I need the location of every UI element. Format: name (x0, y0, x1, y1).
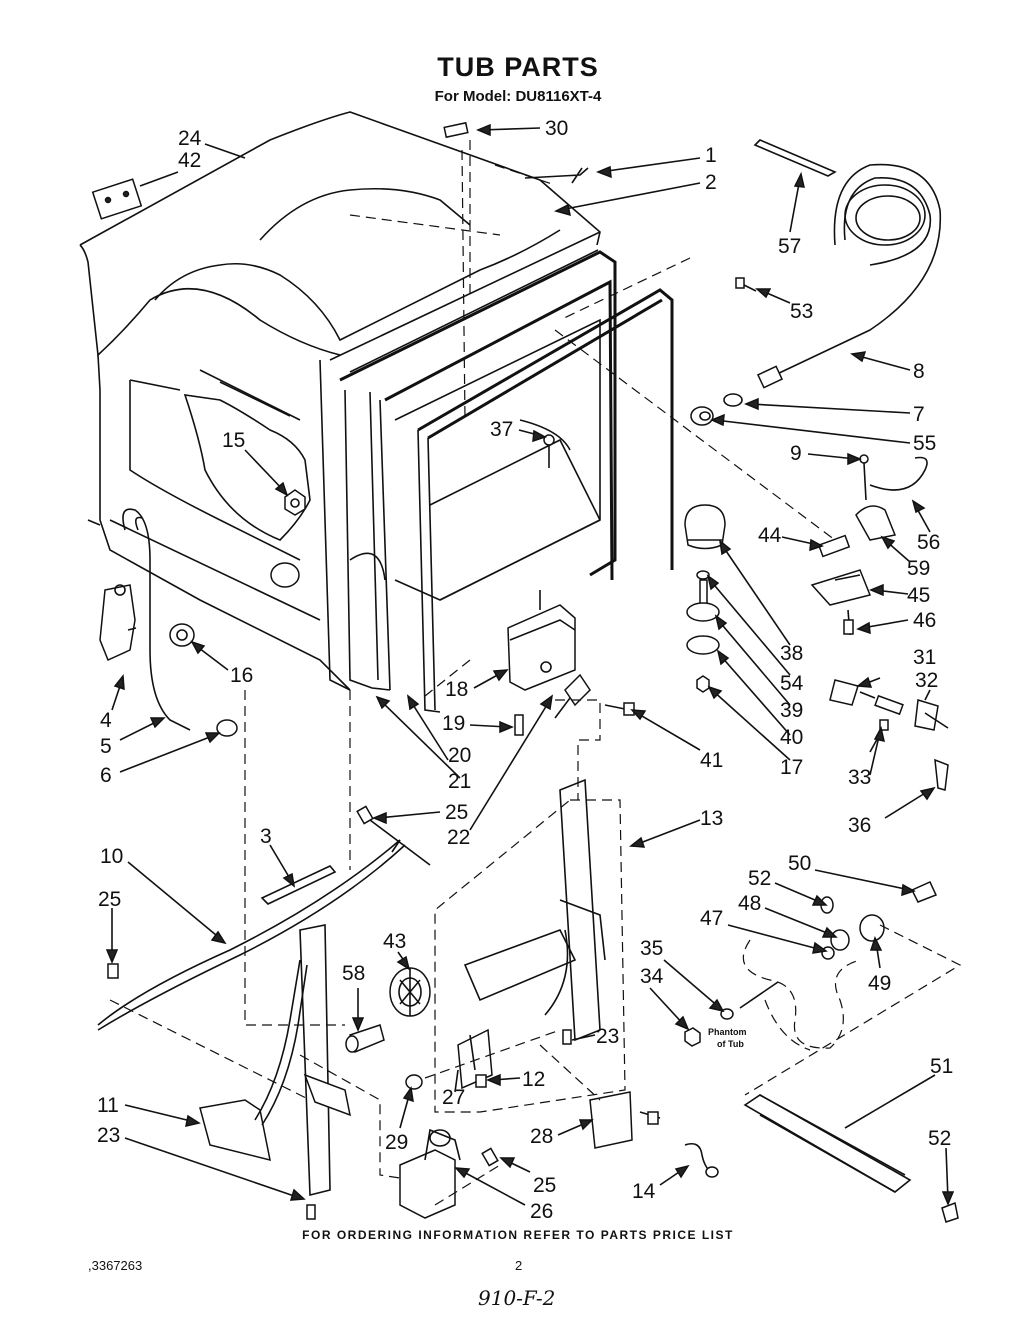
callout-label: 54 (780, 672, 804, 695)
callout-label: 17 (780, 756, 803, 779)
callout-label: 56 (917, 531, 940, 554)
callout-label: 4 (100, 709, 112, 732)
callout-label: 32 (915, 669, 938, 692)
callout-label: 46 (913, 609, 936, 632)
tub-body (79, 111, 601, 691)
callout-label: 16 (230, 664, 253, 687)
page-title: TUB PARTS (437, 52, 599, 82)
callout-label: 2 (705, 171, 717, 194)
callout-label: 20 (448, 744, 471, 767)
callout-label: 25 (445, 801, 468, 824)
callout-label: 40 (780, 726, 803, 749)
callout-label: 29 (385, 1131, 408, 1154)
callout-label: 39 (780, 699, 803, 722)
callout-label: 23 (596, 1025, 619, 1048)
assembly-guide-lines (109, 140, 962, 1206)
phantom-label: of Tub (717, 1039, 744, 1049)
callout-label: 24 (178, 127, 202, 150)
callout-label: 11 (97, 1094, 119, 1117)
callout-label: 10 (100, 845, 123, 868)
callout-label: 43 (383, 930, 406, 953)
callout-label: 8 (913, 360, 925, 383)
phantom-label: Phantom (708, 1027, 747, 1037)
callout-label: 53 (790, 300, 813, 323)
callout-label: 18 (445, 678, 468, 701)
callout-label: 42 (178, 149, 201, 172)
callout-label: 34 (640, 965, 664, 988)
callout-label: 28 (530, 1125, 553, 1148)
callout-label: 33 (848, 766, 871, 789)
callout-label: 44 (758, 524, 782, 547)
callout-label: 14 (632, 1180, 656, 1203)
callout-label: 37 (490, 418, 513, 441)
callout-label: 35 (640, 937, 663, 960)
callout-label: 15 (222, 429, 245, 452)
callout-label: 27 (442, 1086, 465, 1109)
leader-lines (105, 123, 955, 1206)
callout-label: 23 (97, 1124, 120, 1147)
callout-label: 59 (907, 557, 930, 580)
callout-label: 55 (913, 432, 936, 455)
callout-label: 51 (930, 1055, 953, 1078)
callout-label: 41 (700, 749, 723, 772)
callout-label: 38 (780, 642, 803, 665)
callout-label: 36 (848, 814, 871, 837)
callout-label: 13 (700, 807, 723, 830)
callout-label: 19 (442, 712, 465, 735)
callout-label: 45 (907, 584, 930, 607)
model-subtitle: For Model: DU8116XT-4 (434, 88, 602, 105)
document-number: ,3367263 (88, 1258, 143, 1273)
callout-label: 25 (533, 1174, 556, 1197)
callout-label: 9 (790, 442, 802, 465)
callout-label: 3 (260, 825, 272, 848)
door-gaskets (339, 250, 674, 713)
callout-label: 25 (98, 888, 121, 911)
page-number: 2 (515, 1258, 523, 1273)
callout-label: 12 (522, 1068, 545, 1091)
callout-label: 22 (447, 826, 470, 849)
callout-label: 21 (448, 770, 471, 793)
callout-label: 7 (913, 403, 925, 426)
callout-label: 57 (778, 235, 801, 258)
callout-label: 31 (913, 646, 936, 669)
callout-label: 52 (748, 867, 771, 890)
callout-label: 50 (788, 852, 811, 875)
callout-label: 52 (928, 1127, 951, 1150)
callout-label: 1 (705, 144, 717, 167)
callout-label: 5 (100, 735, 112, 758)
callout-label: 30 (545, 117, 568, 140)
handwritten-note: 910-F-2 (478, 1286, 556, 1310)
callout-label: 49 (868, 972, 891, 995)
callout-label: 6 (100, 764, 112, 787)
ordering-footer: FOR ORDERING INFORMATION REFER TO PARTS … (302, 1228, 734, 1242)
callout-label: 26 (530, 1200, 553, 1223)
callout-label: 47 (700, 907, 723, 930)
callout-label: 48 (738, 892, 761, 915)
callout-label: 58 (342, 962, 365, 985)
callout-numbers: 24 42 30 1 2 57 53 8 7 55 37 15 9 56 44 … (97, 117, 953, 1223)
